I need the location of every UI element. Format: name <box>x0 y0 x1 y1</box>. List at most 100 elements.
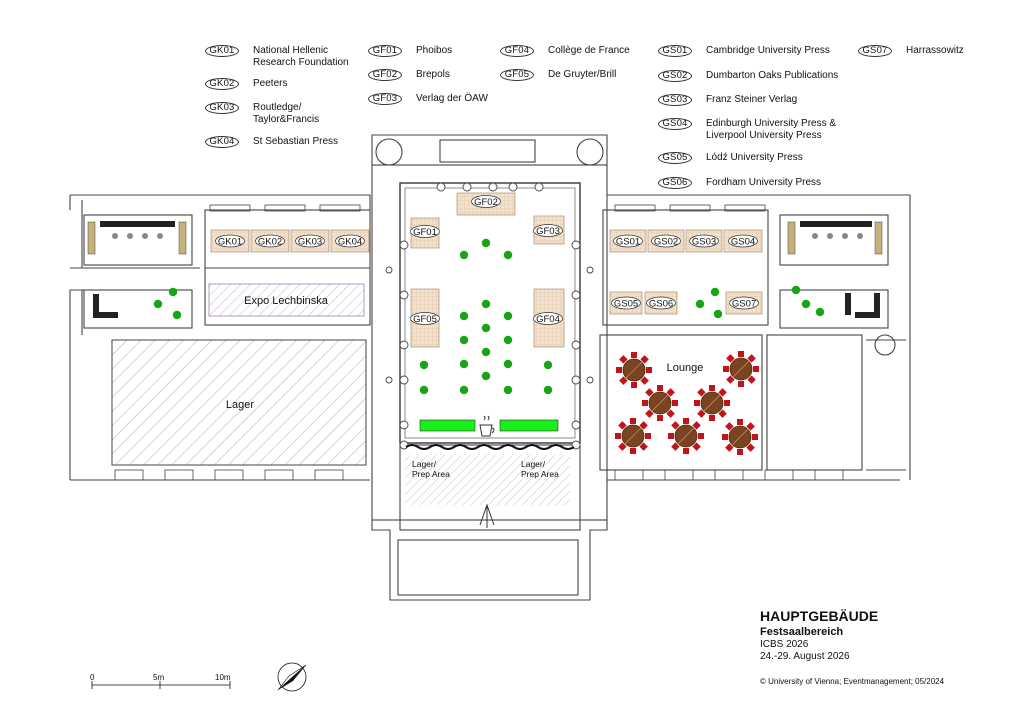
windows <box>114 204 844 481</box>
lounge-chair <box>723 366 729 372</box>
table-grain <box>651 394 669 412</box>
north-arrow-icon <box>277 662 307 692</box>
legend-code-badge: GS04 <box>658 118 692 130</box>
end-room-furniture <box>87 221 883 318</box>
lounge-chair <box>697 388 706 397</box>
chair-marker <box>857 233 863 239</box>
table-grain <box>731 428 749 446</box>
room-label-prep-right: Lager/Prep Area <box>521 459 559 479</box>
seat-marker <box>481 347 491 357</box>
legend-code-badge: GS02 <box>658 70 692 82</box>
booth-label-badge <box>335 234 365 248</box>
catering-counter-left <box>419 419 476 432</box>
table-grain <box>677 427 695 445</box>
legend-exhibitor-name: Phoibos <box>416 45 453 56</box>
lounge-chair <box>746 443 755 452</box>
lounge-chair <box>645 388 654 397</box>
lounge-chair <box>671 442 680 451</box>
chair-marker <box>842 233 848 239</box>
chair-marker <box>812 233 818 239</box>
booth-label-badge <box>729 296 759 310</box>
lounge-chair <box>697 409 706 418</box>
lounge-chair <box>616 367 622 373</box>
room-label-lounge: Lounge <box>667 362 704 374</box>
lounge-chair <box>722 434 728 440</box>
chair-marker <box>142 233 148 239</box>
legend-exhibitor-name: Collège de France <box>548 45 630 56</box>
seat-marker <box>815 307 825 317</box>
booth-label-badge <box>295 234 325 248</box>
seat-marker <box>791 285 801 295</box>
seat-marker <box>503 250 513 260</box>
lounge-chair <box>657 385 663 391</box>
lounge-chair <box>645 433 651 439</box>
chair-marker <box>827 233 833 239</box>
legend-code-badge: GK02 <box>205 78 239 90</box>
lounge-chair <box>747 375 756 384</box>
copyright: © University of Vienna; Eventmanagement;… <box>760 677 945 686</box>
seat-marker <box>481 238 491 248</box>
lounge-chair <box>618 421 627 430</box>
lounge-chair <box>726 375 735 384</box>
legend-entry: GK01 National Hellenic Research Foundatio… <box>205 45 349 68</box>
legend-code-badge: GS03 <box>658 94 692 106</box>
legend-exhibitor-name: Cambridge University Press <box>706 45 830 56</box>
booth-label-gs01: GS01 <box>616 237 640 248</box>
legend-code-badge: GF04 <box>500 45 534 57</box>
title-event: ICBS 2026 <box>760 639 809 650</box>
booth-label-gs02: GS02 <box>654 237 678 248</box>
chair-marker <box>157 233 163 239</box>
booth-label-gs03: GS03 <box>692 237 716 248</box>
seat-marker <box>419 360 429 370</box>
booth-label-badge <box>471 195 501 208</box>
legend-code-badge: GF01 <box>368 45 402 57</box>
seat-marker <box>710 287 720 297</box>
booth-label-badge <box>215 234 245 248</box>
legend-code-badge: GK04 <box>205 136 239 148</box>
room-label-lager: Lager <box>226 399 254 411</box>
seat-marker <box>503 385 513 395</box>
legend-exhibitor-name: St Sebastian Press <box>253 136 339 147</box>
expo-hatched-area <box>208 283 365 317</box>
booth-label-gk02: GK02 <box>258 237 282 248</box>
prep-label-line: Prep Area <box>521 469 559 479</box>
legend-exhibitor-name: De Gruyter/Brill <box>548 69 617 80</box>
scale-label-10m: 10m <box>215 673 231 682</box>
lounge-chair <box>724 400 730 406</box>
seats-layer <box>112 233 863 395</box>
seat-marker <box>481 299 491 309</box>
seat-marker <box>713 309 723 319</box>
lounge-table <box>723 351 759 387</box>
building-walls <box>69 134 911 601</box>
legend-entry: GK04 St Sebastian Press <box>205 136 338 148</box>
booth-label-badge <box>613 234 643 248</box>
legend-exhibitor-name: National Hellenic Research Foundation <box>253 45 349 68</box>
lounge-chair <box>657 415 663 421</box>
lounge-table <box>694 385 730 421</box>
legend-exhibitor-name: Brepols <box>416 69 450 80</box>
booth-label-gf05: GF05 <box>413 314 437 325</box>
lounge-table <box>642 385 678 421</box>
lounge-chair <box>639 421 648 430</box>
lounge-chair <box>683 448 689 454</box>
lounge-chair <box>694 400 700 406</box>
legend-code-badge: GK01 <box>205 45 239 57</box>
lounge-chair <box>640 355 649 364</box>
scale-label-5m: 5m <box>153 673 165 682</box>
legend-exhibitor-name: Harrassowitz <box>906 45 964 56</box>
lounge-chair <box>618 442 627 451</box>
seat-marker <box>543 385 553 395</box>
lounge-chair <box>738 351 744 357</box>
seat-marker <box>459 385 469 395</box>
legend-code-badge: GK03 <box>205 102 239 114</box>
booth-label-badge <box>533 312 563 325</box>
legend-code-badge: GS06 <box>658 177 692 189</box>
seat-marker <box>459 311 469 321</box>
